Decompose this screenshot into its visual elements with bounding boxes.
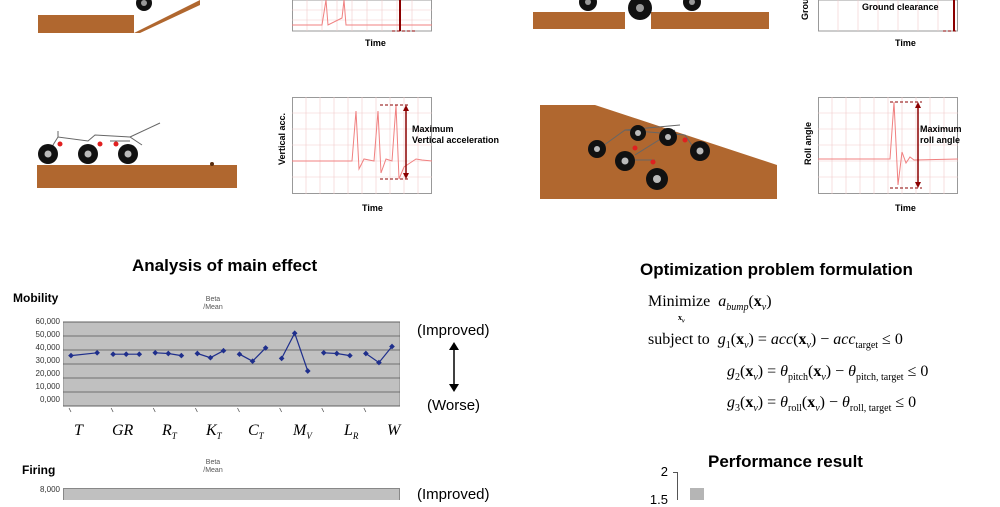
clearance-y-label: Grou xyxy=(800,0,810,20)
y-tick-label: 60,000 xyxy=(35,317,60,326)
mobility-chart-title: Mobility xyxy=(13,291,59,305)
y-tick-label: 40,000 xyxy=(35,343,60,352)
vehicle-slope-scene xyxy=(540,105,777,199)
main-effect-title: Analysis of main effect xyxy=(132,256,318,275)
perf-y-axis xyxy=(677,472,678,500)
firing-chart-plot-area xyxy=(63,488,400,500)
wheel-icon xyxy=(579,0,597,11)
perf-tick-mark xyxy=(673,472,678,473)
factor-label: RT xyxy=(162,422,177,442)
bump-signal-plot xyxy=(292,0,432,32)
vertical-acc-plot xyxy=(292,97,432,194)
roll-angle-annotation: Maximum roll angle xyxy=(920,124,962,145)
perf-bar xyxy=(690,488,704,500)
factor-label: KT xyxy=(206,422,222,442)
objective-equation: Minimize abump(xv) xyxy=(648,293,772,314)
y-tick-label: 30,000 xyxy=(35,356,60,365)
slope-block xyxy=(540,105,777,199)
constraint-3: g3(xv) = θroll(xv) − θroll, target ≤ 0 xyxy=(727,394,917,415)
time-label: Time xyxy=(365,38,386,48)
factor-label: CT xyxy=(248,422,264,442)
factor-label: GR xyxy=(112,422,134,439)
minimize-subscript: xv xyxy=(678,313,685,325)
x-tick-mark xyxy=(279,407,282,413)
clearance-signal-plot xyxy=(818,0,958,32)
x-tick-mark xyxy=(363,407,367,413)
y-tick-label: 50,000 xyxy=(35,330,60,339)
mobility-beta-label: Beta /Mean xyxy=(203,296,223,311)
y-tick-label: 10,000 xyxy=(35,382,60,391)
vehicle-flat-scene xyxy=(37,122,237,188)
performance-title: Performance result xyxy=(708,452,863,471)
firing-beta-label: Beta /Mean xyxy=(203,459,223,474)
time-label: Time xyxy=(895,38,916,48)
formulation-title: Optimization problem formulation xyxy=(640,260,913,279)
constraint-1: subject to g1(xv) = acc(xv) − acctarget … xyxy=(648,331,903,352)
x-tick-mark xyxy=(110,407,114,413)
factor-label: LR xyxy=(344,422,359,442)
clearance-annotation: Ground clearance xyxy=(862,2,939,12)
ground-block-left xyxy=(533,12,625,29)
x-tick-mark xyxy=(321,407,325,413)
factor-labels: T GR RT KT CT MV LR W xyxy=(60,422,410,446)
vertical-acc-y-label: Vertical acc. xyxy=(277,112,287,165)
ground-block xyxy=(37,165,237,188)
perf-tick-label: 2 xyxy=(660,464,668,479)
improved-label: (Improved) xyxy=(417,322,490,339)
y-tick-label: 0,000 xyxy=(39,395,60,404)
x-tick-mark xyxy=(195,407,198,413)
factor-label: T xyxy=(74,422,83,439)
factor-label: MV xyxy=(293,422,312,442)
time-label: Time xyxy=(895,203,916,213)
factor-label: W xyxy=(387,422,401,439)
time-label: Time xyxy=(362,203,383,213)
x-tick-mark xyxy=(152,407,156,413)
ground-block-right xyxy=(651,12,769,29)
x-tick-mark xyxy=(237,407,240,413)
vehicle-clearance-scene xyxy=(533,0,769,29)
firing-improved-label: (Improved) xyxy=(417,486,490,503)
roll-angle-y-label: Roll angle xyxy=(803,121,813,165)
firing-chart-title: Firing xyxy=(22,463,56,477)
constraint-2: g2(xv) = θpitch(xv) − θpitch, target ≤ 0 xyxy=(727,363,929,384)
ground-block xyxy=(38,15,134,33)
bump-ramp xyxy=(134,0,200,33)
y-tick-label: 20,000 xyxy=(35,369,60,378)
vehicle-bump-scene xyxy=(38,0,200,33)
mobility-line-chart xyxy=(63,321,400,413)
vertical-acc-annotation: Maximum Vertical acceleration xyxy=(412,124,500,145)
worse-label: (Worse) xyxy=(427,397,481,414)
y-tick-label: 8,000 xyxy=(39,485,60,494)
series-line xyxy=(70,352,98,357)
roll-angle-plot xyxy=(818,97,958,194)
wheel-icon xyxy=(683,0,701,11)
x-tick-mark xyxy=(68,407,72,413)
improved-worse-arrow-icon xyxy=(449,342,459,392)
